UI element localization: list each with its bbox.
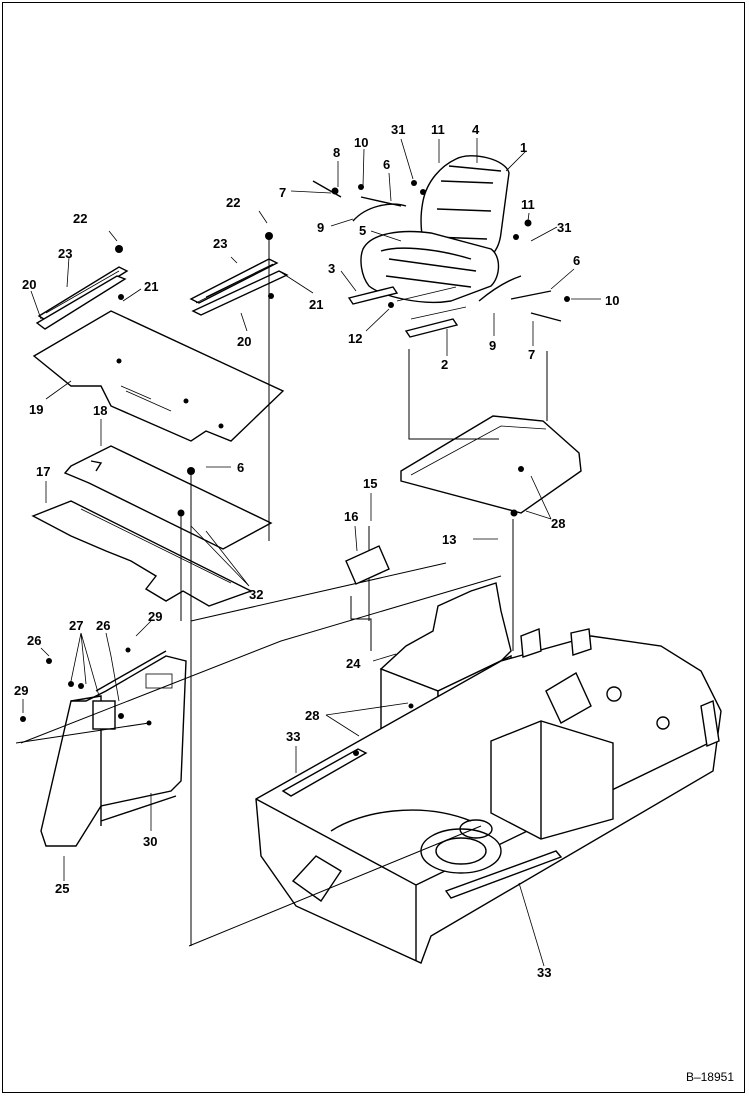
callout-20: 20 [22,277,36,292]
callout-33: 33 [537,965,551,980]
callout-30: 30 [143,834,157,849]
callout-29: 29 [148,609,162,624]
callout-11: 11 [521,197,535,212]
drawing-reference-number: B–18951 [685,1070,734,1084]
callout-12: 12 [348,331,362,346]
chassis-frame [20,526,722,964]
callout-22: 22 [226,195,240,210]
callout-labels: 1 2 3 4 5 6 6 6 7 7 8 9 9 10 10 11 11 12… [14,122,619,980]
callout-23: 23 [58,246,72,261]
callout-4: 4 [472,122,480,137]
callout-10: 10 [605,293,619,308]
callout-7: 7 [279,185,286,200]
callout-23: 23 [213,236,227,251]
callout-19: 19 [29,402,43,417]
callout-7: 7 [528,347,535,362]
callout-16: 16 [344,509,358,524]
callout-13: 13 [442,532,456,547]
callout-31: 31 [557,220,571,235]
callout-17: 17 [36,464,50,479]
callout-9: 9 [317,220,324,235]
callout-33: 33 [286,729,300,744]
callout-6: 6 [237,460,244,475]
callout-29: 29 [14,683,28,698]
callout-9: 9 [489,338,496,353]
callout-21: 21 [309,297,323,312]
callout-28: 28 [551,516,565,531]
callout-15: 15 [363,476,377,491]
seat-assembly [312,155,570,338]
callout-18: 18 [93,403,107,418]
callout-22: 22 [73,211,87,226]
exploded-parts-diagram: 1 2 3 4 5 6 6 6 7 7 8 9 9 10 10 11 11 12… [14,122,722,980]
callout-21: 21 [144,279,158,294]
callout-11: 11 [431,122,445,137]
callout-27: 27 [69,618,83,633]
callout-8: 8 [333,145,340,160]
callout-2: 2 [441,357,448,372]
callout-3: 3 [328,261,335,276]
callout-24: 24 [346,656,361,671]
callout-26: 26 [27,633,41,648]
floor-mat-assembly [31,232,289,946]
callout-28: 28 [305,708,319,723]
left-console-assembly [15,647,187,847]
callout-10: 10 [354,135,368,150]
callout-25: 25 [55,881,69,896]
callout-26: 26 [96,618,110,633]
leader-lines [22,138,601,967]
callout-6: 6 [383,157,390,172]
callout-1: 1 [520,140,527,155]
callout-31: 31 [391,122,405,137]
callout-5: 5 [359,223,366,238]
seat-mount-plate [400,349,582,517]
callout-32: 32 [249,587,263,602]
callout-20: 20 [237,334,251,349]
callout-6: 6 [573,253,580,268]
